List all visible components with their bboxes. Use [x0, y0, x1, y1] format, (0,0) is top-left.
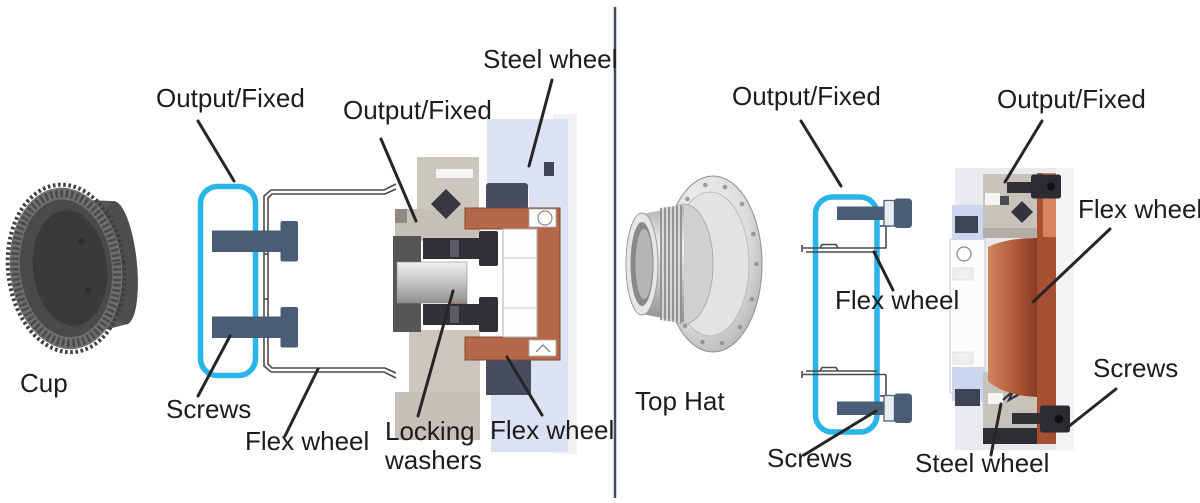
- leader-tophat-screws-section: [1066, 387, 1118, 429]
- label-locking-washers: Locking washers: [385, 416, 482, 476]
- label-screws-tophat-section: Screws: [1093, 353, 1179, 383]
- leader-tophat-output-schematic: [799, 119, 843, 188]
- leader-tophat-screws-schematic: [802, 409, 878, 457]
- leader-cup-steel-wheel: [527, 78, 554, 168]
- tophat-output-highlight-box: [812, 194, 880, 435]
- label-flex-wheel-cup-section: Flex wheel: [490, 415, 615, 445]
- leader-cup-flex-wheel-section: [505, 355, 544, 417]
- leader-cup-flex-wheel-schematic: [283, 367, 320, 438]
- tophat-section-flex-wheel-wall: [1037, 173, 1056, 444]
- label-output-fixed-cup-section: Output/Fixed: [343, 95, 492, 125]
- cup-section-output-flange: [395, 157, 480, 440]
- cup-schematic: [197, 183, 397, 379]
- cup-cross-section: [393, 114, 577, 454]
- label-output-fixed-cup-schematic: Output/Fixed: [156, 83, 305, 113]
- cup-section-wave-generator: [486, 183, 528, 210]
- label-cup-variant: Cup: [20, 368, 68, 398]
- leader-cup-output-section: [379, 137, 418, 223]
- tophat-cross-section: [949, 168, 1074, 450]
- label-screws-cup: Screws: [166, 394, 252, 424]
- label-output-fixed-tophat-schematic: Output/Fixed: [732, 81, 881, 111]
- tophat-teeth-band: [660, 205, 682, 323]
- tophat-section-screws: [1007, 174, 1070, 433]
- label-top-hat-variant: Top Hat: [635, 386, 725, 416]
- leader-tophat-output-section: [1003, 119, 1044, 184]
- cup-section-bearing-ball: [537, 210, 553, 226]
- label-steel-wheel-cup: Steel wheel: [483, 44, 618, 74]
- cup-section-locking-washer-shaft: [396, 261, 468, 304]
- tophat-schematic: [801, 194, 912, 435]
- cup-schematic-screws: [212, 221, 298, 348]
- label-flex-wheel-tophat-schematic: Flex wheel: [835, 285, 960, 315]
- label-output-fixed-tophat-section: Output/Fixed: [997, 84, 1146, 114]
- leader-lines: [196, 78, 1118, 457]
- label-flex-wheel-cup-schematic: Flex wheel: [245, 426, 370, 456]
- leader-tophat-flex-wheel-section: [1031, 227, 1112, 304]
- tophat-render: [625, 175, 763, 353]
- leader-tophat-steel-wheel: [989, 402, 1003, 457]
- cup-output-highlight-box: [197, 183, 259, 379]
- label-steel-wheel-tophat: Steel wheel: [915, 448, 1050, 478]
- leader-cup-output-schematic: [196, 119, 236, 183]
- label-screws-tophat-schematic: Screws: [767, 443, 853, 473]
- tophat-section-flex-wheel-cup: [988, 238, 1037, 397]
- leader-cup-locking-washers: [416, 289, 455, 418]
- tophat-schematic-screws: [837, 198, 912, 423]
- leader-tophat-flex-wheel-schematic: [872, 250, 895, 292]
- cup-render: [5, 182, 138, 355]
- cup-flexwheel-profile: [263, 183, 397, 379]
- tophat-section-bearing-ball-top: [956, 246, 972, 262]
- leader-cup-screws: [196, 334, 232, 398]
- label-flex-wheel-tophat-section: Flex wheel: [1078, 194, 1200, 224]
